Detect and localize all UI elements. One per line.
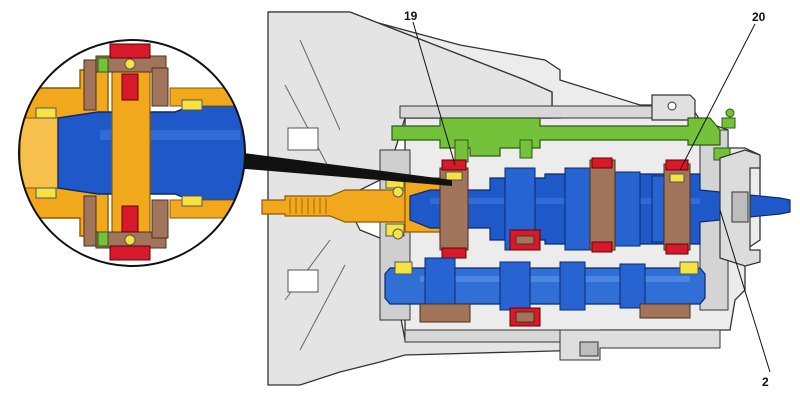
selector-detent xyxy=(721,117,736,129)
leader-2 xyxy=(719,209,771,373)
gear-1st xyxy=(614,171,641,247)
reverse-idler-sync-ring xyxy=(515,311,535,323)
detail-needle-bearing-upper-right xyxy=(181,99,203,111)
sync-ring-19 xyxy=(445,171,463,181)
detail-circle-border xyxy=(18,39,246,267)
countershaft-brown-bushing-front xyxy=(419,303,471,323)
sync-hub-mid xyxy=(589,159,616,251)
leader-19 xyxy=(412,21,456,166)
countershaft-assembly xyxy=(384,257,706,327)
front-bearing-ball-lower xyxy=(392,228,404,240)
selector-fork-1 xyxy=(454,139,469,163)
countershaft-bearing-rear xyxy=(679,261,699,275)
input-shaft-splines xyxy=(289,198,327,214)
detail-magnifier xyxy=(18,39,246,267)
detail-sync-sleeve-upper xyxy=(109,43,151,59)
housing-window-2 xyxy=(287,269,319,293)
countershaft-gear-3 xyxy=(559,261,586,311)
synchronizer-mid xyxy=(589,157,616,253)
detail-needle-bearing-lower-left xyxy=(35,187,57,199)
countershaft-brown-bushing-rear xyxy=(639,303,691,319)
leader-20 xyxy=(679,23,756,171)
countershaft-gear-2 xyxy=(499,261,531,311)
detail-detent-ball-upper xyxy=(124,58,136,70)
detail-detent-ball-lower xyxy=(124,234,136,246)
sync-ring-20 xyxy=(669,173,685,183)
detail-main-shaft xyxy=(57,105,245,201)
leader-lines xyxy=(412,21,771,373)
synchronizer-center xyxy=(509,229,541,251)
callout-2: 2 xyxy=(762,375,769,389)
callout-19: 19 xyxy=(404,9,418,23)
synchronizer-assemblies xyxy=(439,157,691,259)
detail-needle-bearing-upper-left xyxy=(35,107,57,119)
detail-pointer xyxy=(234,152,452,186)
output-seal xyxy=(731,191,749,223)
detail-brown-blocker-right xyxy=(151,67,169,107)
detail-brown-blocker-left-lower xyxy=(83,195,97,247)
detail-spring-upper xyxy=(121,73,139,101)
detail-brown-blocker-left xyxy=(83,59,97,111)
detail-brown-blocker-right-lower xyxy=(151,199,169,239)
rear-housing-bottom xyxy=(559,329,721,361)
selector-detent-ball xyxy=(725,108,735,118)
drain-plug xyxy=(579,341,599,357)
housing-rib-1 xyxy=(299,39,341,131)
housing-rib-4 xyxy=(299,264,346,351)
rear-mount-bracket-hole xyxy=(667,101,677,111)
callout-20: 20 xyxy=(752,10,766,24)
sync-sleeve-mid-lower xyxy=(591,241,613,253)
detail-circle-content xyxy=(19,43,245,261)
detail-spring-lower xyxy=(121,205,139,233)
sync-sleeve-20-upper xyxy=(665,159,689,171)
detail-needle-bearing-lower-right xyxy=(181,195,203,207)
housing-top-rail xyxy=(399,105,691,119)
synchronizer-20 xyxy=(663,159,691,255)
countershaft-bearing-front xyxy=(394,261,413,275)
selector-rod-assembly xyxy=(391,108,736,163)
housing-window-1 xyxy=(287,127,319,151)
front-bearing-ball-upper xyxy=(392,186,404,198)
selector-fork-2 xyxy=(519,139,533,159)
synchronizer-19 xyxy=(439,159,469,259)
countershaft-highlight xyxy=(420,276,690,282)
sync-sleeve-20-lower xyxy=(665,243,689,255)
sync-sleeve-19-lower xyxy=(441,247,467,259)
sync-sleeve-mid-upper xyxy=(591,157,613,169)
sync-sleeve-center-ring xyxy=(515,235,535,245)
sync-sleeve-19-upper xyxy=(441,159,467,171)
detail-pointer-wedge xyxy=(234,152,452,186)
countershaft-gear-4 xyxy=(619,263,646,309)
detail-green-ring-upper xyxy=(97,57,109,73)
callout-labels: 19 20 2 xyxy=(404,9,769,389)
detail-green-ring-lower xyxy=(97,231,109,247)
detail-sync-sleeve-lower xyxy=(109,245,151,261)
